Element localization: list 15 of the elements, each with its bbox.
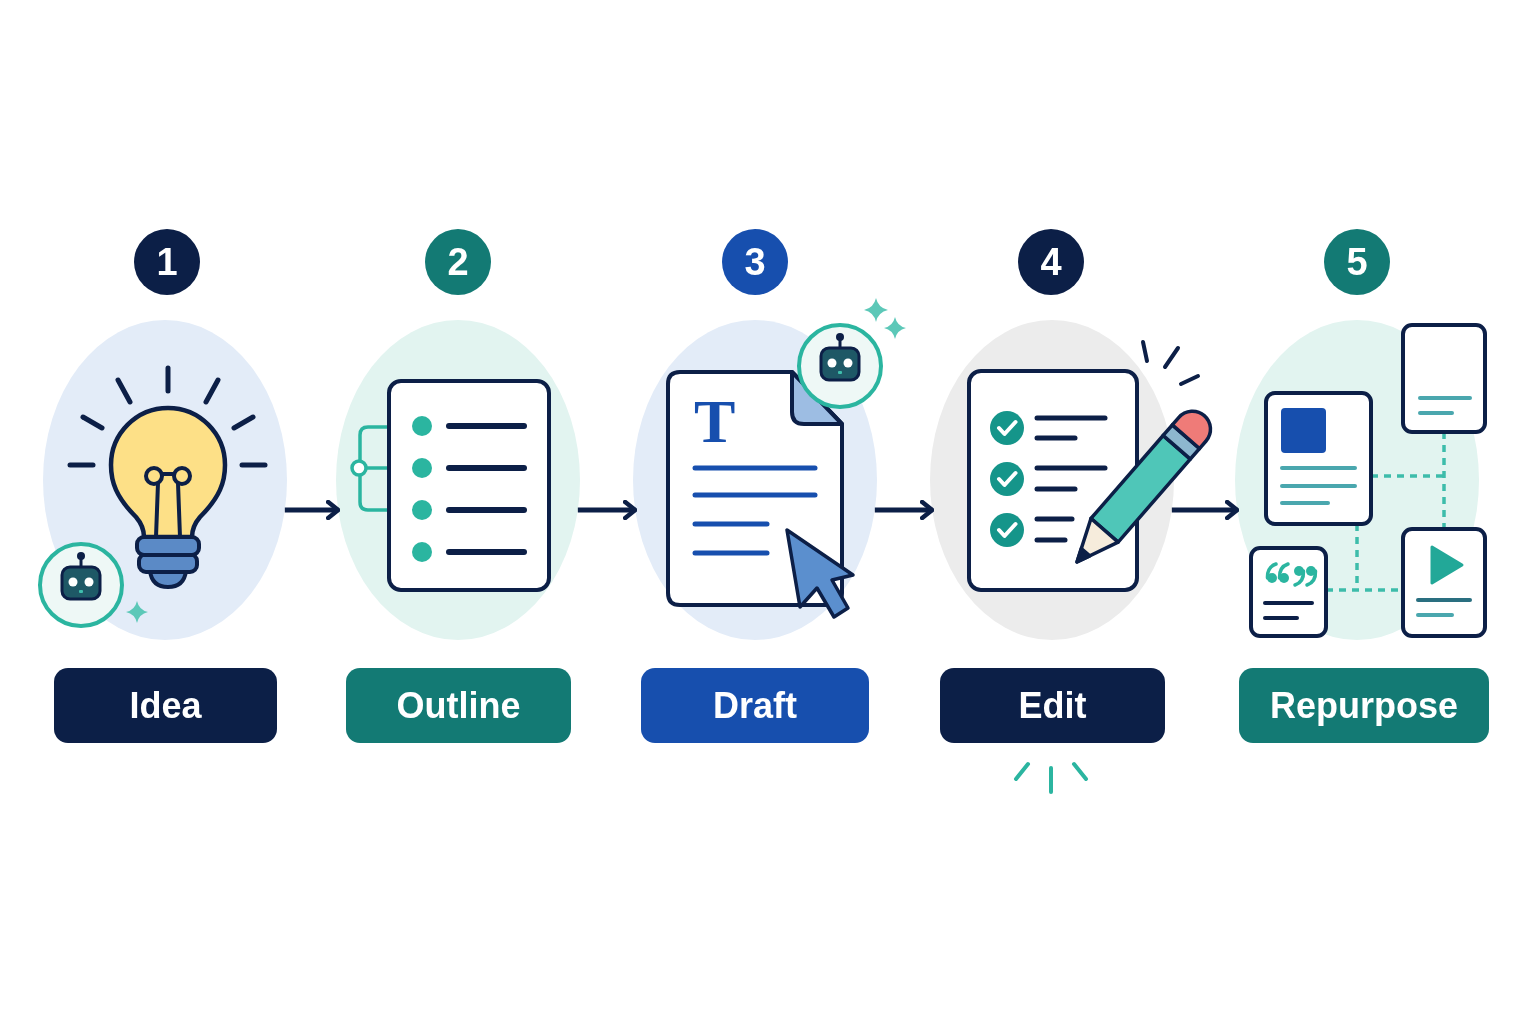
step-label: Repurpose xyxy=(1239,668,1489,743)
arrow xyxy=(1171,499,1240,521)
step-label: Outline xyxy=(346,668,571,743)
step-label: Draft xyxy=(641,668,869,743)
step-label: Idea xyxy=(54,668,277,743)
step-number: 2 xyxy=(425,229,491,295)
arrow xyxy=(284,499,341,521)
arrow xyxy=(874,499,935,521)
step-number: 4 xyxy=(1018,229,1084,295)
step-number: 1 xyxy=(134,229,200,295)
step-number: 3 xyxy=(722,229,788,295)
step-label: Edit xyxy=(940,668,1165,743)
text-symbol: T xyxy=(694,390,736,452)
step-number: 5 xyxy=(1324,229,1390,295)
arrow xyxy=(577,499,638,521)
